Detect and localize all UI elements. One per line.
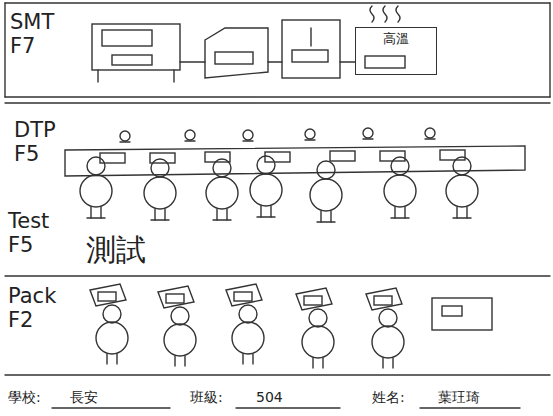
machine-leg <box>97 70 98 82</box>
area-label: Pack F2 <box>8 284 56 332</box>
area-note: 測試 <box>86 233 146 268</box>
area-band: Pack F2 <box>0 278 553 374</box>
packer <box>158 286 196 366</box>
form-field-label: 班級: <box>190 389 223 407</box>
frame-line <box>5 96 550 97</box>
conveyor <box>268 61 282 62</box>
form-field-value: 長安 <box>70 389 98 407</box>
machine-screen <box>102 30 152 46</box>
packer <box>90 284 128 364</box>
pack-machine <box>432 298 492 330</box>
worker <box>250 156 282 217</box>
worker-head <box>425 128 435 139</box>
worker-head <box>363 128 373 139</box>
area-band: Test F5 測試 <box>0 205 553 275</box>
frame-line <box>5 275 550 276</box>
form-field-label: 學校: <box>8 389 41 407</box>
frame-line <box>5 2 550 3</box>
packer <box>296 288 334 368</box>
worker-head <box>243 130 253 141</box>
underline <box>52 407 170 408</box>
machine-leg <box>173 70 174 82</box>
area-band: DTP F5 <box>0 104 553 204</box>
machine <box>205 28 268 78</box>
machine <box>282 20 340 78</box>
underline <box>420 407 520 408</box>
packer <box>366 288 404 368</box>
underline <box>236 407 340 408</box>
area-label: DTP F5 <box>14 118 56 166</box>
machine-tray <box>292 50 328 62</box>
dtp-line <box>65 128 525 222</box>
oven-box: 高溫 <box>355 27 437 75</box>
frame-lines <box>5 3 550 375</box>
computer <box>330 151 355 161</box>
area-label: Test F5 <box>8 209 49 257</box>
computer <box>440 150 465 160</box>
smt-machines <box>92 6 405 82</box>
machine-arm <box>310 28 311 46</box>
form-underlines <box>52 407 520 408</box>
frame-line <box>5 374 550 375</box>
form-field-value: 504 <box>256 389 283 405</box>
frame-line <box>549 3 550 97</box>
worker-head <box>185 130 195 141</box>
worker <box>144 159 176 220</box>
machine <box>92 24 180 70</box>
machine-tray <box>365 56 405 68</box>
worker <box>384 157 416 218</box>
area-label: 高溫 <box>356 32 436 47</box>
form-field-label: 姓名: <box>372 389 405 407</box>
machine-tray <box>215 52 253 64</box>
frame-line <box>4 3 5 97</box>
conveyor <box>340 61 355 62</box>
worker <box>310 161 342 222</box>
worker-head <box>305 129 315 140</box>
computer <box>380 151 405 161</box>
heat-waves <box>370 6 400 22</box>
worker <box>446 157 478 218</box>
form-field-value: 葉玨琦 <box>438 389 480 407</box>
pack-box <box>442 306 462 316</box>
worker <box>80 157 112 218</box>
worker <box>206 159 238 220</box>
workbench <box>65 146 525 176</box>
area-label: SMT F7 <box>10 10 54 58</box>
conveyor <box>180 61 205 62</box>
packer <box>226 284 264 364</box>
worker-head <box>120 131 130 142</box>
machine-tray <box>112 55 152 65</box>
frame-line <box>5 102 550 103</box>
area-band: SMT F7 高溫 <box>0 0 553 100</box>
pack-line <box>90 284 492 368</box>
